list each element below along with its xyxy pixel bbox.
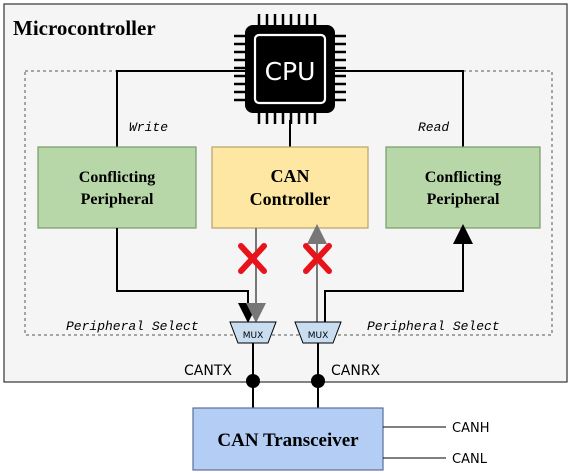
write-label: Write (129, 120, 168, 135)
read-bus-line (335, 70, 464, 147)
read-label: Read (418, 120, 449, 135)
canl-label: CANL (452, 452, 488, 467)
blocked-tx-x-icon (238, 243, 267, 274)
left-select-label: Peripheral Select (66, 319, 199, 334)
can-controller-line2: Controller (250, 189, 331, 209)
cpu-die (253, 33, 327, 105)
cantx-label: CANTX (184, 363, 232, 379)
microcontroller-title: Microcontroller (13, 16, 156, 40)
left-mux (229, 321, 277, 344)
right-select-label: Peripheral Select (367, 319, 500, 334)
left-peripheral-line2: Peripheral (81, 191, 154, 208)
left-mux-label: MUX (243, 331, 264, 341)
canrx-label: CANRX (331, 363, 381, 379)
can-controller-line1: CAN (271, 166, 310, 186)
cpu-label: CPU (265, 57, 316, 86)
blocked-rx-x-icon (303, 243, 332, 274)
can-transceiver-label: CAN Transceiver (217, 430, 359, 451)
cpu-pins (234, 14, 346, 124)
right-peripheral-line2: Peripheral (427, 191, 500, 208)
canrx-pin (311, 374, 325, 388)
can-transceiver-block (192, 407, 384, 471)
left-peripheral-tx-line (116, 228, 258, 323)
right-mux (294, 321, 342, 344)
cpu-chip: CPU (234, 14, 346, 124)
right-mux-label: MUX (308, 331, 329, 341)
right-peripheral-rx-line (324, 224, 473, 322)
left-peripheral-block (37, 146, 197, 229)
right-peripheral-line1: Conflicting (425, 169, 501, 186)
cantx-pin (246, 374, 260, 388)
left-peripheral-line1: Conflicting (79, 169, 155, 186)
right-peripheral-block (385, 146, 541, 229)
write-bus-line (116, 70, 245, 147)
can-controller-block (211, 146, 369, 229)
canh-label: CANH (452, 421, 489, 436)
